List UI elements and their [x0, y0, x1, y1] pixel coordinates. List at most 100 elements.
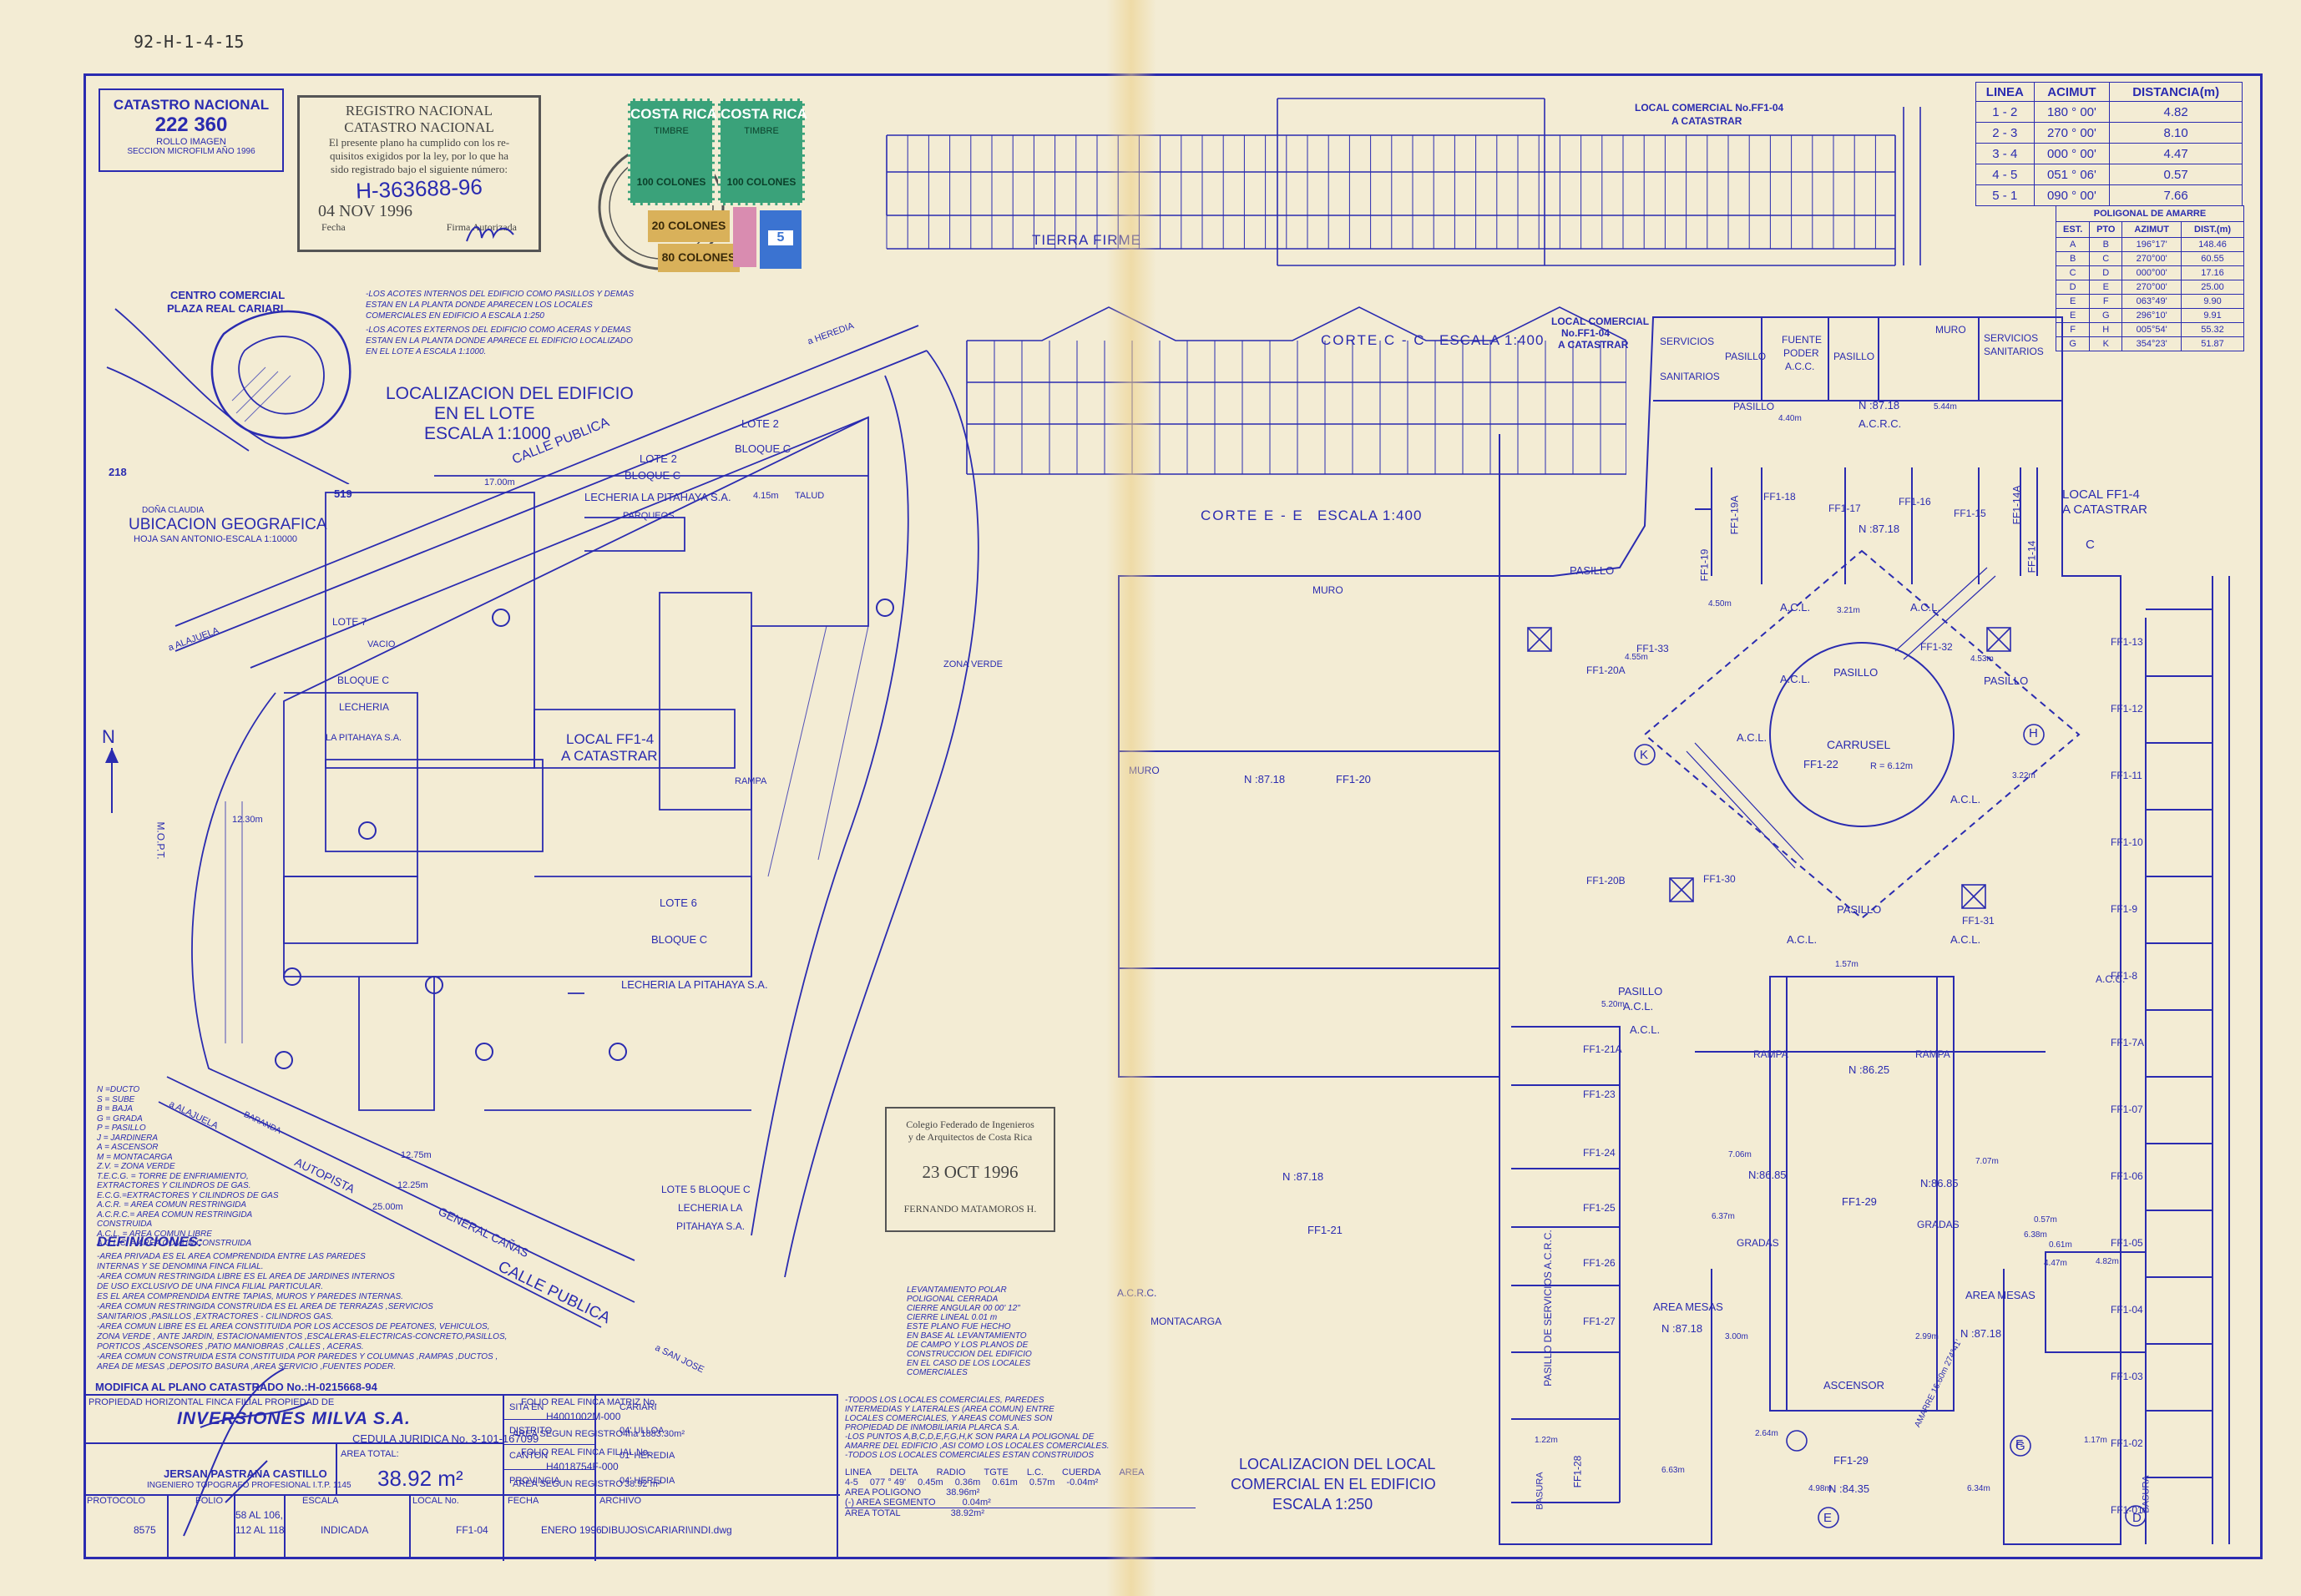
propiedad-label: PROPIEDAD HORIZONTAL FINCA FILIAL PROPIE…: [88, 1397, 335, 1407]
table-cell: 4.47: [2109, 143, 2243, 164]
modifica-note: MODIFICA AL PLANO CATASTRADO No.:H-02156…: [95, 1381, 377, 1393]
carrusel-radius: R = 6.12m: [1870, 761, 1914, 771]
folio-filial-value: H4018754F-000: [546, 1461, 619, 1472]
sanitarios-1: SANITARIOS: [1660, 371, 1720, 382]
n8718-top2: N :87.18: [1858, 523, 1900, 535]
survey-note-line: EN EL CASO DE LOS LOCALES: [907, 1359, 1031, 1368]
survey-point-label: C: [2086, 538, 2095, 552]
stamp-2-type: TIMBRE: [744, 126, 779, 136]
lote2-d: BLOQUE C: [625, 469, 681, 482]
dimension-label: 7.07m: [1975, 1157, 1999, 1166]
unit-label: FF1-18: [1763, 491, 1796, 503]
definition-line: DE USO EXCLUSIVO DE UNA FINCA FILIAL PAR…: [97, 1282, 323, 1291]
gradas-right: GRADAS: [1917, 1219, 1960, 1230]
archivo-label: ARCHIVO: [599, 1496, 642, 1506]
servicios-1: SERVICIOS: [1660, 336, 1715, 347]
sita-value: CARIARI: [620, 1402, 657, 1412]
curve-header: L.C.: [1026, 1467, 1044, 1477]
title-block-bottom: PROTOCOLO 8575 FOLIO 58 AL 106, 112 AL 1…: [83, 1368, 838, 1559]
legend-item: EXTRACTORES Y CILINDROS DE GAS.: [97, 1181, 251, 1190]
pasillo-acl: PASILLO: [1618, 985, 1663, 998]
table-cell: D: [2055, 280, 2091, 295]
ff1-20: FF1-20: [1336, 773, 1371, 785]
protocolo-label: PROTOCOLO: [87, 1496, 146, 1506]
area-mesas-left: AREA MESAS: [1653, 1301, 1723, 1313]
muro-left: MURO: [1312, 584, 1343, 596]
colegio-line2: y de Arquitectos de Costa Rica: [908, 1131, 1033, 1143]
survey-note-line: CIERRE LINEAL 0.01 m: [907, 1313, 998, 1322]
stamp-4-value: 80 COLONES: [661, 250, 736, 264]
zona-verde-label: ZONA VERDE: [943, 659, 1003, 669]
legend-item: A.C.L.C. = AREA COMUN CONSTRUIDA: [97, 1239, 252, 1248]
note-line: EN EL LOTE A ESCALA 1:1000.: [366, 347, 487, 356]
survey-point-label: E: [1823, 1511, 1833, 1525]
acl-5: A.C.L.: [1780, 601, 1811, 614]
survey-note-line: LOCALES COMERCIALES, Y AREAS COMUNES SON: [845, 1414, 1053, 1423]
table-cell: 148.46: [2181, 237, 2244, 252]
survey-note-line: PROPIEDAD DE INMOBILIARIA PLARCA S.A.: [845, 1423, 1020, 1432]
table-cell: G: [2055, 336, 2091, 351]
lote-title1: LOCALIZACION DEL EDIFICIO: [386, 384, 634, 403]
table-cell: 005°54': [2121, 322, 2182, 337]
corte-ee-local: LOCAL COMERCIAL: [1551, 316, 1650, 327]
parqueos-top: PARQUEOS: [623, 511, 675, 521]
survey-note-line: LEVANTAMIENTO POLAR: [907, 1285, 1007, 1295]
azimuth-header-row: LINEA ACIMUT DISTANCIA(m): [1975, 82, 2243, 102]
stamp-2-value: 100 COLONES: [726, 176, 796, 188]
unit-label: FF1-8: [2111, 970, 2138, 982]
n8718-left2: N :87.18: [1282, 1170, 1324, 1183]
curve-cell: -0.04m²: [1066, 1477, 1099, 1487]
definition-line: INTERNAS Y SE DENOMINA FINCA FILIAL.: [97, 1262, 264, 1271]
curve-header: RADIO: [936, 1467, 966, 1477]
pasillo-servicios: PASILLO DE SERVICIOS A.C.R.C.: [1541, 1230, 1554, 1386]
dimension-label: 2.99m: [1915, 1332, 1939, 1341]
legend-item: N =DUCTO: [97, 1085, 140, 1094]
local-no-value: FF1-04: [456, 1524, 488, 1536]
table-cell: 8.10: [2109, 122, 2243, 144]
lecheria-top: LECHERIA LA PITAHAYA S.A.: [584, 491, 731, 503]
legend-item: A.C.R. = AREA COMUN RESTRINGIDA: [97, 1200, 247, 1210]
pasillo-left: PASILLO: [1570, 564, 1615, 577]
table-cell: 25.00: [2181, 280, 2244, 295]
definition-line: PORTICOS ,ASCENSORES ,PATIO MANIOBRAS ,C…: [97, 1342, 364, 1351]
dim-1275: 12.75m: [401, 1150, 432, 1160]
sheet-reference: 92-H-1-4-15: [134, 32, 245, 52]
owner-name: INVERSIONES MILVA S.A.: [177, 1409, 411, 1428]
table-cell: 5 - 1: [1975, 184, 2035, 206]
ff1-33: FF1-33: [1636, 643, 1669, 654]
curve-cell: 0.45m: [918, 1477, 943, 1487]
registro-title1: REGISTRO NACIONAL: [345, 103, 493, 119]
area-total-value: 38.92 m²: [377, 1466, 463, 1491]
registro-text3: sido registrado bajo el siguiente número…: [331, 163, 508, 175]
unit-label: FF1-15: [1954, 508, 1986, 519]
unit-label: FF1-7A: [2111, 1037, 2145, 1048]
location-num2: 519: [334, 487, 352, 500]
location-heading: UBICACION GEOGRAFICA: [129, 516, 327, 533]
pasillo-top-2: PASILLO: [1833, 351, 1875, 362]
survey-note-line: -TODOS LOS LOCALES COMERCIALES, PAREDES: [845, 1396, 1044, 1405]
local-plan-title3: ESCALA 1:250: [1272, 1496, 1373, 1513]
azimuth-header: ACIMUT: [2033, 82, 2111, 102]
dimension-label: 1.57m: [1835, 960, 1858, 969]
local-label-1: LOCAL FF1-4: [566, 731, 655, 747]
survey-note-line: CIERRE ANGULAR 00 00' 12": [907, 1304, 1020, 1313]
stamp-1: COSTA RICA TIMBRE 100 COLONES: [628, 98, 717, 205]
stamp-6-value: 5: [768, 230, 793, 245]
escala-label: ESCALA: [302, 1496, 339, 1506]
location-sub: HOJA SAN ANTONIO-ESCALA 1:10000: [134, 534, 298, 544]
area-registro-label: AREA SEGUN REGISTRO: [513, 1429, 624, 1439]
survey-point-label: H: [2029, 726, 2038, 740]
acl-7: A.C.L.: [1950, 933, 1981, 946]
ff1-32: FF1-32: [1920, 641, 1953, 653]
poligono-label: AREA POLIGONO: [845, 1487, 922, 1498]
canton-value: 01' HEREDIA: [620, 1451, 675, 1461]
acl-2: A.C.L.: [1737, 731, 1767, 744]
n8718-top: N :87.18: [1858, 399, 1900, 412]
table-cell: 063°49': [2121, 294, 2182, 309]
